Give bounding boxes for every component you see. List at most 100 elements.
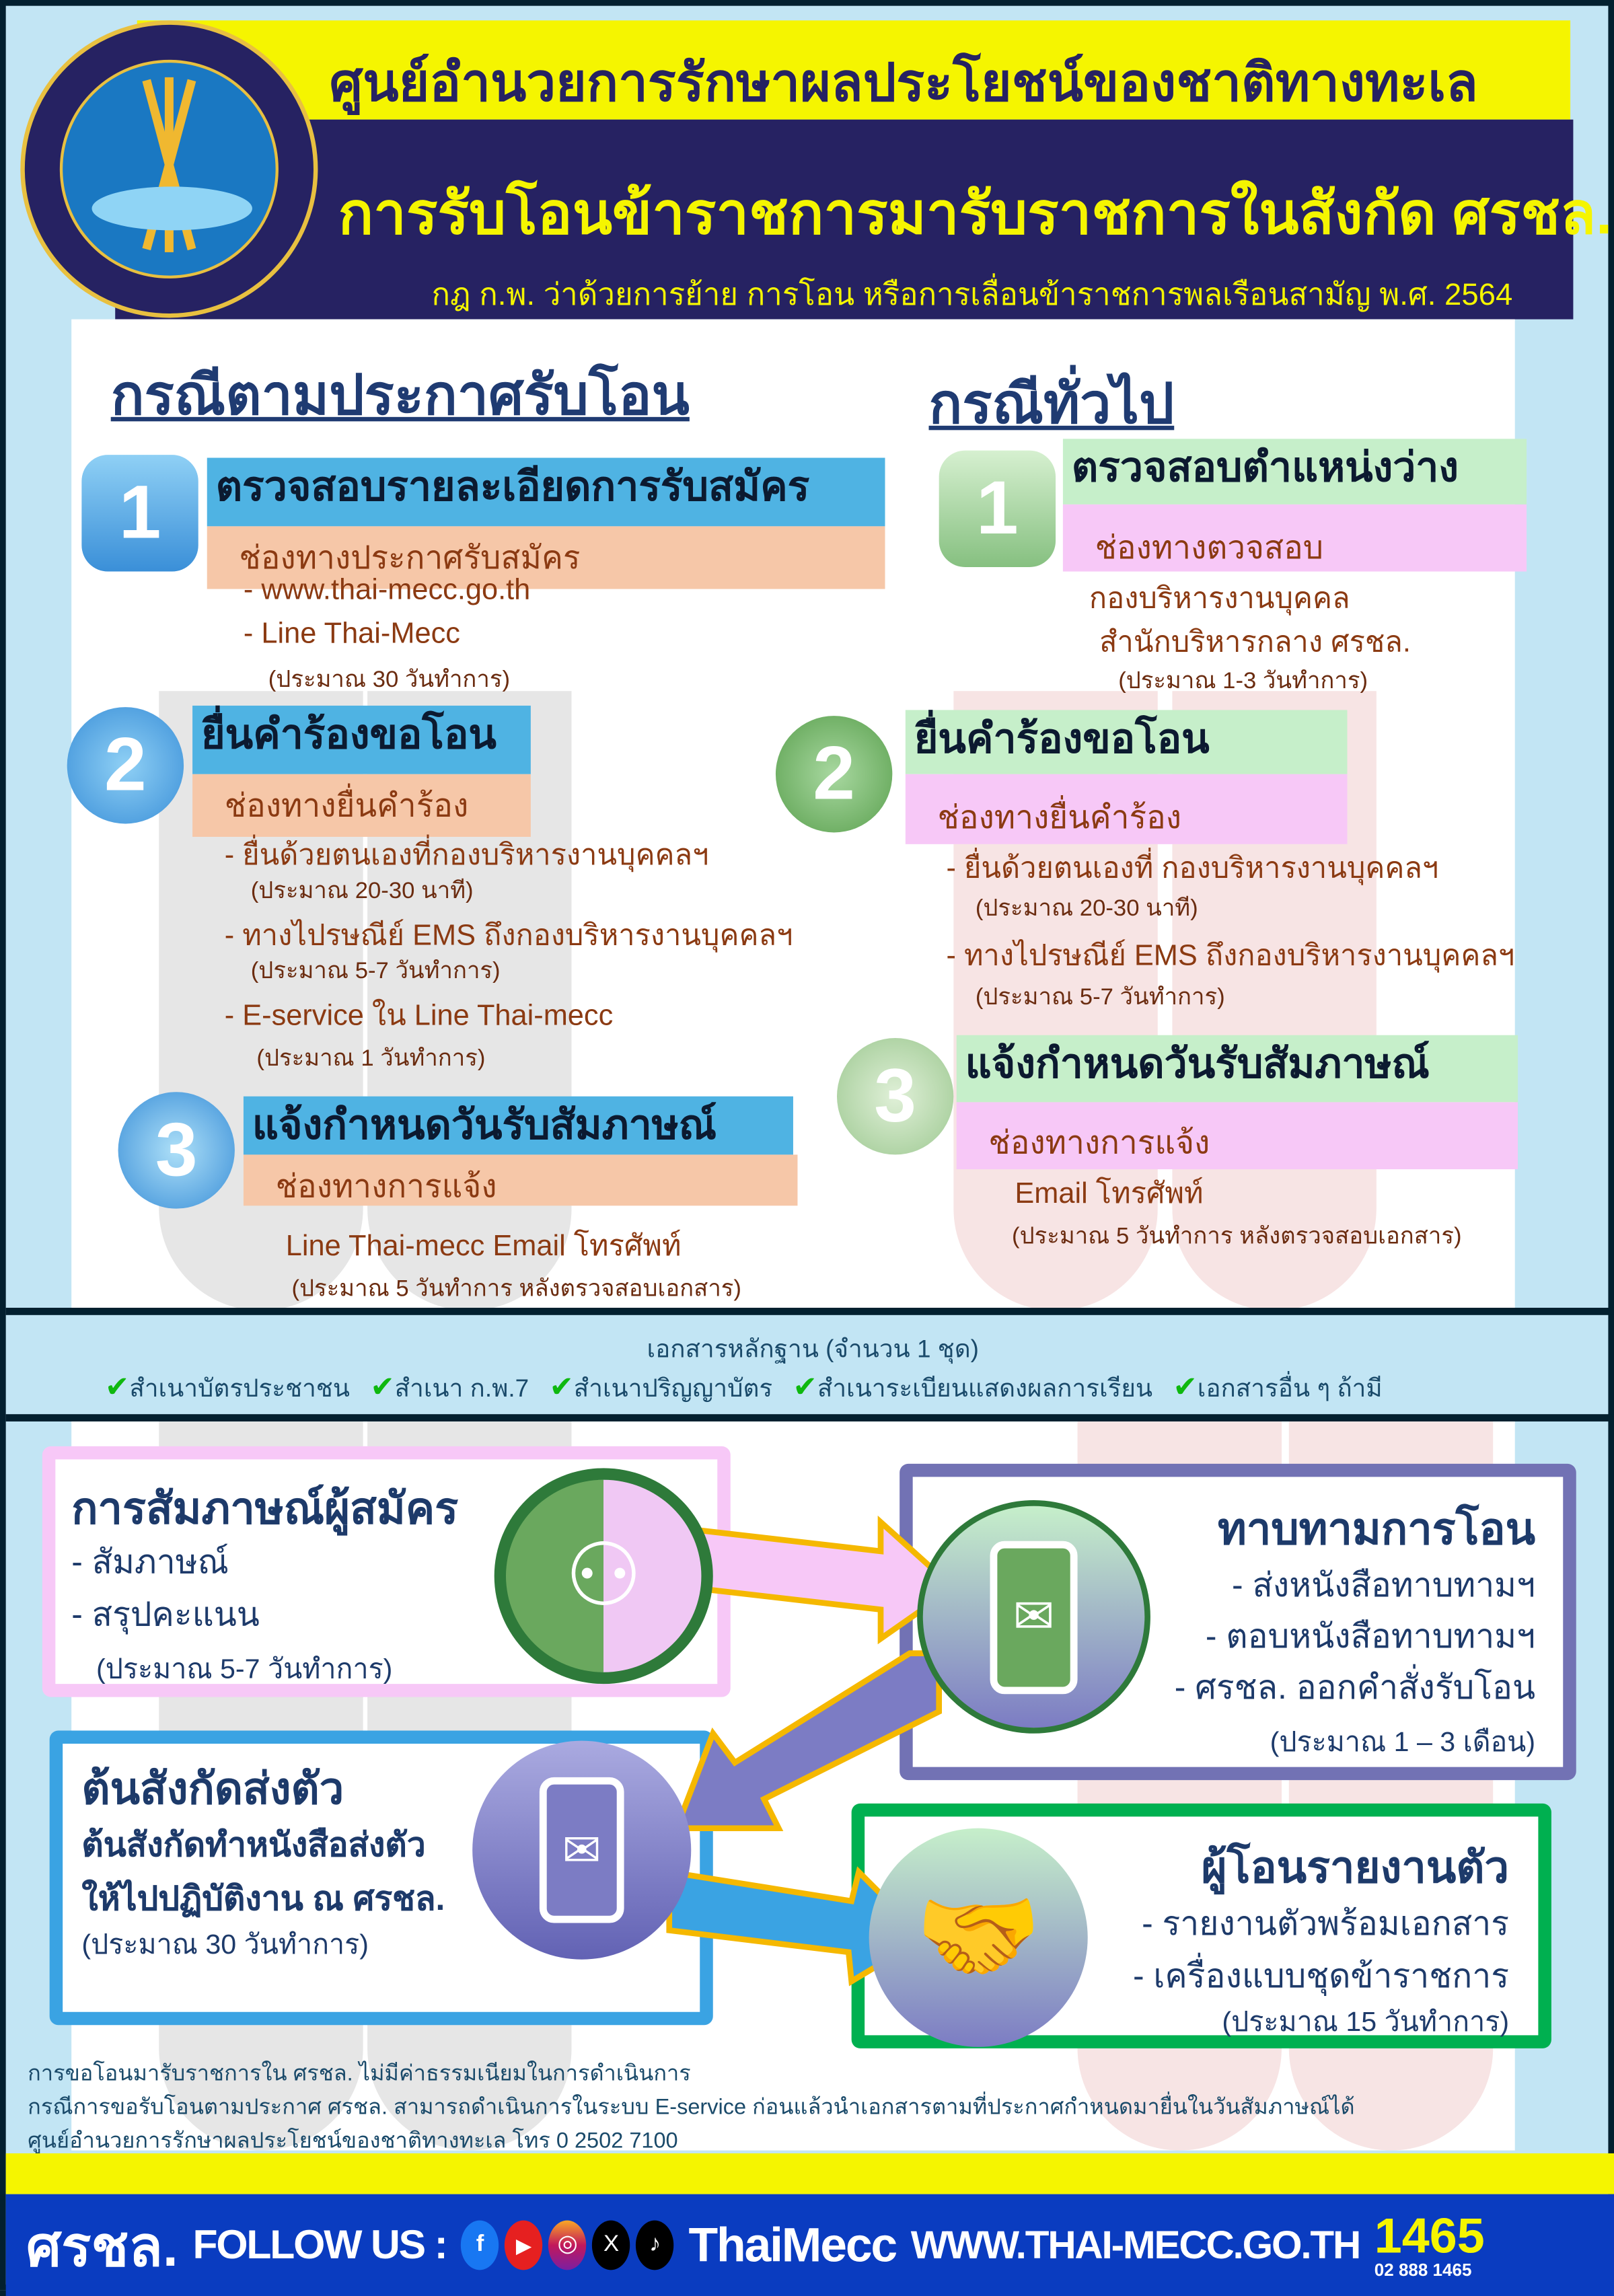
outgoing-mail-phone-icon: ✉ bbox=[472, 1740, 692, 1960]
divider bbox=[5, 1414, 1614, 1422]
follow-us-label: FOLLOW US : bbox=[192, 2221, 447, 2267]
note-line: กรณีการขอรับโอนตามประกาศ ศรชล. สามารถดำเ… bbox=[28, 2095, 1355, 2120]
step-3-subheading: ช่องทางการแจ้ง bbox=[243, 1154, 798, 1206]
website-link[interactable]: WWW.THAI-MECC.GO.TH bbox=[910, 2222, 1362, 2266]
documents-title: เอกสารหลักฐาน (จำนวน 1 ชุด) bbox=[647, 1335, 979, 1364]
youtube-icon[interactable]: ▶ bbox=[505, 2220, 543, 2270]
org-name: ศูนย์อำนวยการรักษาผลประโยชน์ของชาติทางทะ… bbox=[329, 52, 1478, 112]
step-1-heading: ตรวจสอบรายละเอียดการรับสมัคร bbox=[207, 457, 885, 527]
check-icon: ✔ bbox=[1173, 1372, 1198, 1405]
logo-emblem bbox=[59, 59, 279, 279]
list-item: ให้ไปปฏิบัติงาน ณ ศรชล. bbox=[81, 1879, 445, 1917]
step-2-heading: ยื่นคำร้องขอโอน bbox=[192, 705, 531, 774]
duration-text: (ประมาณ 5-7 วันทำการ) bbox=[96, 1654, 393, 1686]
list-item: - รายงานตัวพร้อมเอกสาร bbox=[1142, 1904, 1510, 1942]
document-item: ✔สำเนา ก.พ.7 bbox=[370, 1372, 529, 1405]
list-item: - ส่งหนังสือทาบทามฯ bbox=[1232, 1565, 1536, 1604]
list-item: - ตอบหนังสือทาบทามฯ bbox=[1205, 1617, 1536, 1655]
document-item: ✔สำเนาปริญญาบัตร bbox=[549, 1372, 773, 1405]
interview-icon: ⚇ bbox=[494, 1468, 713, 1684]
step-2-badge: 2 bbox=[67, 707, 184, 824]
duration-text: (ประมาณ 1 วันทำการ) bbox=[256, 1047, 486, 1072]
hotline-block: 1465 02 888 1465 bbox=[1374, 2212, 1485, 2279]
left-column-title: กรณีตามประกาศรับโอน bbox=[110, 365, 690, 427]
step-3-subheading: ช่องทางการแจ้ง bbox=[956, 1102, 1518, 1170]
interview-title: การสัมภาษณ์ผู้สมัคร bbox=[71, 1485, 459, 1534]
logo bbox=[20, 20, 318, 318]
arrow-approach-to-release bbox=[672, 1650, 943, 1832]
duration-text: (ประมาณ 5 วันทำการ หลังตรวจสอบเอกสาร) bbox=[291, 1277, 741, 1302]
check-icon: ✔ bbox=[370, 1372, 395, 1405]
flow-arrows bbox=[666, 1515, 959, 1987]
social-icons: f ▶ ◎ X ♪ bbox=[461, 2220, 674, 2270]
step-1-subheading: ช่องทางตวจสอบ bbox=[1062, 504, 1527, 572]
list-item: - สัมภาษณ์ bbox=[71, 1542, 229, 1581]
note-line: การขอโอนมารับราชการใน ศรชล. ไม่มีค่าธรรม… bbox=[28, 2061, 691, 2087]
duration-text: (ประมาณ 1-3 วันทำการ) bbox=[1118, 669, 1368, 694]
step-3-badge: 3 bbox=[836, 1038, 954, 1155]
duration-text: (ประมาณ 5-7 วันทำการ) bbox=[975, 986, 1225, 1010]
note-line: ศูนย์อำนวยการรักษาผลประโยชน์ของชาติทางทะ… bbox=[28, 2128, 678, 2153]
list-item: กองบริหารงานบุคคล bbox=[1089, 583, 1350, 616]
approach-title: ทาบทามการโอน bbox=[1217, 1506, 1536, 1555]
page-title: การรับโอนข้าราชการมารับราชการในสังกัด ศร… bbox=[338, 182, 1613, 247]
mail-icon: ✉ bbox=[539, 1777, 624, 1923]
step-3-badge: 3 bbox=[118, 1092, 235, 1209]
handshake-icon: 🤝 bbox=[869, 1828, 1088, 2047]
list-item: - ทางไปรษณีย์ EMS ถึงกองบริหารงานบุคคลฯ bbox=[224, 920, 793, 953]
duration-text: (ประมาณ 5-7 วันทำการ) bbox=[250, 959, 501, 984]
list-item: สำนักบริหารกลาง ศรชล. bbox=[1099, 626, 1411, 659]
step-3-heading: แจ้งกำหนดวันรับสัมภาษณ์ bbox=[956, 1035, 1518, 1103]
list-item: - ยื่นด้วยตนเองที่ กองบริหารงานบุคคลฯ bbox=[946, 852, 1439, 885]
document-item: ✔สำเนาระเบียนแสดงผลการเรียน bbox=[793, 1372, 1153, 1405]
notify-channels: Line Thai-mecc Email โทรศัพท์ bbox=[285, 1230, 682, 1263]
step-2-subheading: ช่องทางยื่นคำร้อง bbox=[192, 774, 531, 837]
list-item: - Line Thai-Mecc bbox=[243, 618, 460, 651]
x-icon[interactable]: X bbox=[592, 2220, 630, 2270]
duration-text: (ประมาณ 30 วันทำการ) bbox=[268, 667, 511, 693]
step-2-badge: 2 bbox=[775, 716, 893, 833]
regulation-text: กฎ ก.พ. ว่าด้วยการย้าย การโอน หรือการเลื… bbox=[431, 278, 1513, 312]
footer-bar bbox=[5, 2194, 1614, 2296]
step-1-badge: 1 bbox=[81, 455, 198, 572]
documents-list: ✔สำเนาบัตรประชาชน ✔สำเนา ก.พ.7 ✔สำเนาปริ… bbox=[105, 1369, 1383, 1409]
notify-channels: Email โทรศัพท์ bbox=[1015, 1178, 1204, 1210]
list-item: - ทางไปรษณีย์ EMS ถึงกองบริหารงานบุคคลฯ bbox=[946, 940, 1515, 973]
step-2-subheading: ช่องทางยื่นคำร้อง bbox=[905, 774, 1348, 844]
footer-brand: ศรชล. bbox=[26, 2217, 178, 2279]
check-icon: ✔ bbox=[549, 1372, 574, 1405]
document-item: ✔สำเนาบัตรประชาชน bbox=[105, 1372, 350, 1405]
instagram-icon[interactable]: ◎ bbox=[548, 2220, 587, 2270]
duration-text: (ประมาณ 15 วันทำการ) bbox=[1222, 2007, 1510, 2038]
incoming-mail-phone-icon: ✉ bbox=[917, 1500, 1150, 1734]
social-handle[interactable]: ThaiMecc bbox=[688, 2217, 897, 2272]
step-2-heading: ยื่นคำร้องขอโอน bbox=[905, 710, 1348, 774]
footer-row: ศรชล. FOLLOW US : f ▶ ◎ X ♪ ThaiMecc WWW… bbox=[26, 2194, 1485, 2296]
header-yellow-band bbox=[137, 20, 1571, 120]
release-title: ต้นสังกัดส่งตัว bbox=[81, 1765, 344, 1814]
header-navy-band bbox=[115, 119, 1574, 320]
document-item: ✔เอกสารอื่น ๆ ถ้ามี bbox=[1173, 1372, 1383, 1405]
duration-text: (ประมาณ 1 – 3 เดือน) bbox=[1270, 1728, 1536, 1758]
list-item: ต้นสังกัดทำหนังสือส่งตัว bbox=[81, 1825, 426, 1863]
duration-text: (ประมาณ 20-30 นาที) bbox=[975, 896, 1198, 922]
list-item: - www.thai-mecc.go.th bbox=[243, 574, 531, 607]
list-item: - สรุปคะแนน bbox=[71, 1594, 260, 1633]
list-item: - ยื่นด้วยตนเองที่กองบริหารงานบุคคลฯ bbox=[224, 840, 709, 872]
list-item: - เครื่องแบบชุดข้าราชการ bbox=[1132, 1956, 1510, 1995]
facebook-icon[interactable]: f bbox=[461, 2220, 499, 2270]
step-1-heading: ตรวจสอบตำแหน่งว่าง bbox=[1062, 439, 1527, 505]
right-column-title: กรณีทั่วไป bbox=[928, 374, 1175, 436]
duration-text: (ประมาณ 5 วันทำการ หลังตรวจสอบเอกสาร) bbox=[1012, 1224, 1462, 1250]
check-icon: ✔ bbox=[105, 1372, 130, 1405]
tiktok-icon[interactable]: ♪ bbox=[636, 2220, 674, 2270]
arrow-interview-to-approach bbox=[688, 1515, 959, 1645]
step-1-subheading: ช่องทางประกาศรับสมัคร bbox=[207, 526, 885, 589]
footer-yellow-band bbox=[5, 2153, 1614, 2194]
check-icon: ✔ bbox=[793, 1372, 817, 1405]
list-item: - E-service ใน Line Thai-mecc bbox=[224, 1000, 614, 1033]
mail-icon: ✉ bbox=[990, 1540, 1078, 1694]
report-title: ผู้โอนรายงานตัว bbox=[1201, 1844, 1510, 1893]
duration-text: (ประมาณ 30 วันทำการ) bbox=[81, 1930, 369, 1961]
